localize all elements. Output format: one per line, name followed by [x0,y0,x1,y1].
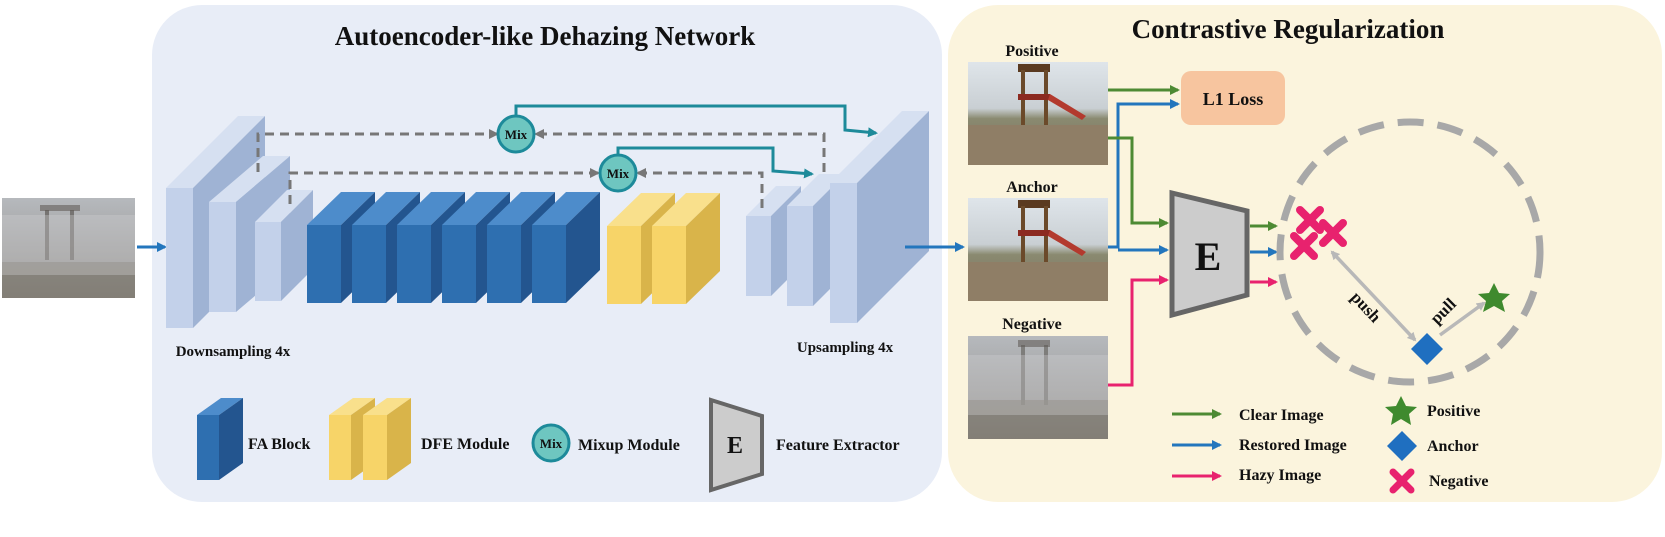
mix-top-output-arrow [514,104,878,138]
dfe-module-2 [652,193,720,304]
legend-positive-label: Positive [1427,403,1480,420]
embedding-space-circle [1276,118,1544,386]
legend-mix-icon: Mix [531,423,571,463]
negative-marker-2 [1319,219,1347,247]
skip-dashed-mid-in [288,168,600,204]
positive-image [968,62,1108,165]
legend-feature-extractor-label: Feature Extractor [776,437,900,454]
pull-arrow [1438,301,1486,337]
anchor-to-l1-arrow [1108,99,1180,249]
upsampling-block-3 [830,111,929,323]
negative-to-extractor-arrow [1108,275,1169,387]
negative-label: Negative [1002,316,1062,333]
skip-dashed-top-in [256,129,499,172]
legend-clear-image-label: Clear Image [1239,407,1324,424]
mix-mid-label: Mix [607,166,630,181]
legend-mixup-module-label: Mixup Module [578,437,680,454]
positive-label: Positive [1005,43,1058,60]
anchor-label: Anchor [1006,179,1058,196]
regularization-panel [948,5,1662,502]
legend-negative-cross [1389,468,1415,494]
negative-image [968,336,1108,439]
anchor-image [968,198,1108,301]
skip-dashed-top-back [534,129,826,172]
feature-extractor: E [1169,189,1250,319]
legend-positive-star [1385,396,1417,425]
legend-anchor-diamond [1387,431,1417,461]
negative-marker-3 [1290,232,1318,260]
legend-dfe-module-icon [329,398,411,480]
legend-fa-block-label: FA Block [248,436,310,453]
downsampling-block-3 [255,190,313,301]
mix-mid-output-arrow [616,146,814,179]
l1-loss-box [1181,71,1285,125]
mix-module-mid: Mix [598,153,638,193]
positive-to-extractor-arrow [1108,136,1169,228]
downsampling-label: Downsampling 4x [176,344,291,360]
upsampling-label: Upsampling 4x [797,340,894,356]
legend-anchor-label: Anchor [1427,438,1479,455]
push-arrow [1330,250,1417,342]
fa-block-6 [532,192,600,303]
input-hazy-image [2,198,135,298]
skip-dashed-mid-back [636,168,764,208]
network-title: Autoencoder-like Dehazing Network [335,21,755,51]
extractor-letter: E [1195,234,1222,279]
mix-module-top: Mix [496,114,536,154]
regularization-title: Contrastive Regularization [1132,14,1445,44]
legend-dfe-module-label: DFE Module [421,436,509,453]
anchor-diamond-marker [1411,333,1443,365]
legend-negative-label: Negative [1429,473,1489,490]
legend-hazy-image-label: Hazy Image [1239,467,1321,484]
legend-extractor-icon: E [709,397,764,493]
legend-restored-image-label: Restored Image [1239,437,1347,454]
legend-extractor-letter: E [727,433,743,459]
mix-top-label: Mix [505,127,528,142]
l1-loss-label: L1 Loss [1203,89,1264,109]
negative-marker-1 [1296,206,1324,234]
legend-mix-icon-text: Mix [540,436,563,451]
positive-star-marker [1478,283,1510,312]
legend-fa-block-icon [197,398,243,480]
